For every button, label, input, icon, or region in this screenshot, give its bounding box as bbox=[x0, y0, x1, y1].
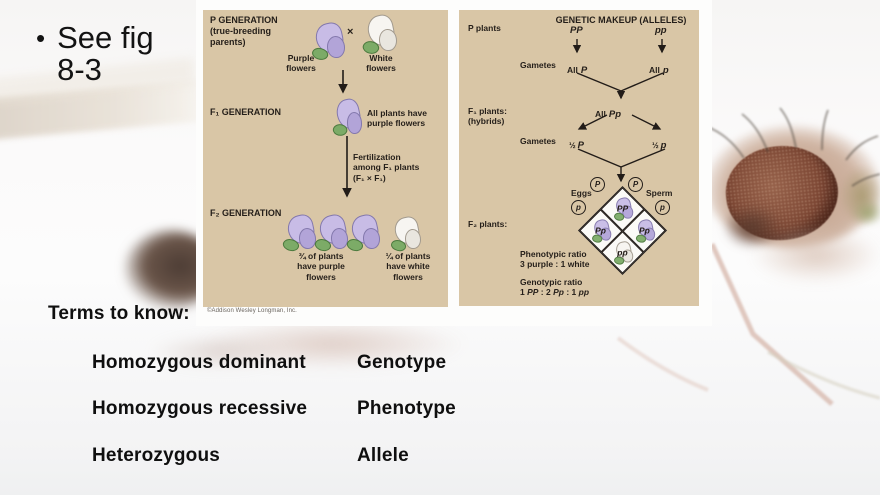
sperm-label: Sperm bbox=[646, 188, 673, 198]
genetic-makeup-panel: GENETIC MAKEUP (ALLELES) P plants PP pp … bbox=[459, 10, 699, 306]
half-fraction: ½ bbox=[652, 141, 659, 150]
cross-symbol: × bbox=[347, 26, 354, 38]
white-flowers-label: White flowers bbox=[366, 53, 396, 74]
white-fraction-label: ¼ of plants have white flowers bbox=[385, 251, 431, 282]
phenotypic-ratio: Phenotypic ratio 3 purple : 1 white bbox=[520, 249, 590, 270]
fly-antenna bbox=[852, 200, 880, 226]
fly-thorax bbox=[750, 226, 880, 284]
ratio-part: : 1 bbox=[563, 287, 579, 297]
f1-note: All plants have purple flowers bbox=[367, 108, 427, 129]
allele-P: P bbox=[577, 140, 585, 151]
petal bbox=[405, 228, 422, 249]
flow-connectors bbox=[338, 70, 352, 198]
fly-body-blur bbox=[148, 334, 290, 370]
petal bbox=[379, 28, 397, 52]
petal bbox=[327, 36, 346, 59]
sperm-allele-P-circle: P bbox=[628, 177, 643, 192]
hybrid-Pp: Pp bbox=[608, 109, 622, 120]
fertilization-note: Fertilization among F₁ plants (F₁ × F₁) bbox=[353, 152, 420, 183]
egg-allele-p-circle: p bbox=[571, 200, 586, 215]
arrows bbox=[572, 39, 667, 183]
bullet-item: • See fig 8-3 bbox=[36, 20, 162, 88]
egg-allele-P-circle: P bbox=[590, 177, 605, 192]
allele-p: p bbox=[660, 140, 667, 151]
purple-flower-icon bbox=[331, 96, 364, 140]
f1-generation-title: F₁ GENERATION bbox=[210, 107, 282, 117]
term-name: Heterozygous bbox=[92, 445, 221, 466]
term-name: Allele bbox=[357, 445, 409, 466]
down-arrows bbox=[338, 70, 352, 198]
purple-flower-icon bbox=[281, 212, 318, 254]
panel-title: GENETIC MAKEUP (ALLELES) bbox=[555, 15, 687, 25]
sperm-allele-p-circle: p bbox=[655, 200, 670, 215]
terms-heading: Terms to know: bbox=[48, 303, 190, 324]
ratio-part: pp bbox=[578, 287, 590, 297]
purple-flower-icon bbox=[345, 212, 382, 254]
p-generation-title: P GENERATION (true-breeding parents) bbox=[210, 15, 278, 47]
term-name: Genotype bbox=[357, 352, 447, 373]
genotype-PP: PP bbox=[570, 25, 583, 36]
term-name: Homozygous recessive bbox=[92, 398, 308, 419]
genotypic-ratio-title: Genotypic ratio bbox=[520, 277, 583, 287]
purple-flower-icon bbox=[309, 20, 348, 64]
petal bbox=[298, 227, 316, 249]
gametes-label: Gametes bbox=[520, 136, 556, 146]
ratio-part: Pp bbox=[553, 287, 564, 297]
eggs-label: Eggs bbox=[571, 188, 592, 198]
cross-diagram-panel: P GENERATION (true-breeding parents) × P… bbox=[203, 10, 448, 307]
term-name: Homozygous dominant bbox=[92, 352, 306, 373]
f1-plants-label: F₁ plants: (hybrids) bbox=[468, 106, 507, 127]
term-name: Phenotype bbox=[357, 398, 456, 419]
all-word: All bbox=[595, 109, 606, 119]
fly-bristles bbox=[705, 107, 880, 187]
petal bbox=[362, 227, 380, 249]
ratio-part: : 2 bbox=[538, 287, 554, 297]
bullet-text: See fig 8-3 bbox=[57, 20, 154, 88]
figure-copyright: ©Addison Wesley Longman, Inc. bbox=[207, 308, 297, 314]
f2-plants-label: F₂ plants: bbox=[468, 219, 508, 229]
ratio-part: 1 bbox=[520, 287, 528, 297]
petal bbox=[330, 227, 348, 249]
p-plants-label: P plants bbox=[468, 23, 501, 33]
purple-flowers-label: Purple flowers bbox=[286, 53, 316, 74]
flow-connectors bbox=[572, 39, 667, 183]
fly-legs bbox=[616, 242, 880, 406]
purple-fraction-label: ¾ of plants have purple flowers bbox=[297, 251, 345, 282]
gametes-label: Gametes bbox=[520, 60, 556, 70]
all-word: All bbox=[567, 65, 578, 75]
allele-p: p bbox=[662, 65, 669, 76]
purple-flower-icon bbox=[313, 212, 350, 254]
genotypic-ratio-values: 1 PP : 2 Pp : 1 pp bbox=[520, 287, 589, 297]
term-row: Heterozygous Allele bbox=[0, 445, 880, 469]
term-row: Homozygous recessive Phenotype bbox=[0, 398, 880, 422]
bullet-glyph: • bbox=[36, 23, 46, 53]
allele-P: P bbox=[580, 65, 588, 76]
genotype-pp: pp bbox=[655, 25, 667, 36]
all-word: All bbox=[649, 65, 660, 75]
ratio-part: PP bbox=[527, 287, 539, 297]
half-fraction: ½ bbox=[569, 141, 576, 150]
petal bbox=[346, 112, 363, 135]
white-flower-icon bbox=[389, 214, 423, 254]
f2-generation-title: F₂ GENERATION bbox=[210, 208, 282, 218]
term-row: Homozygous dominant Genotype bbox=[0, 352, 880, 376]
white-flower-icon bbox=[361, 12, 399, 57]
